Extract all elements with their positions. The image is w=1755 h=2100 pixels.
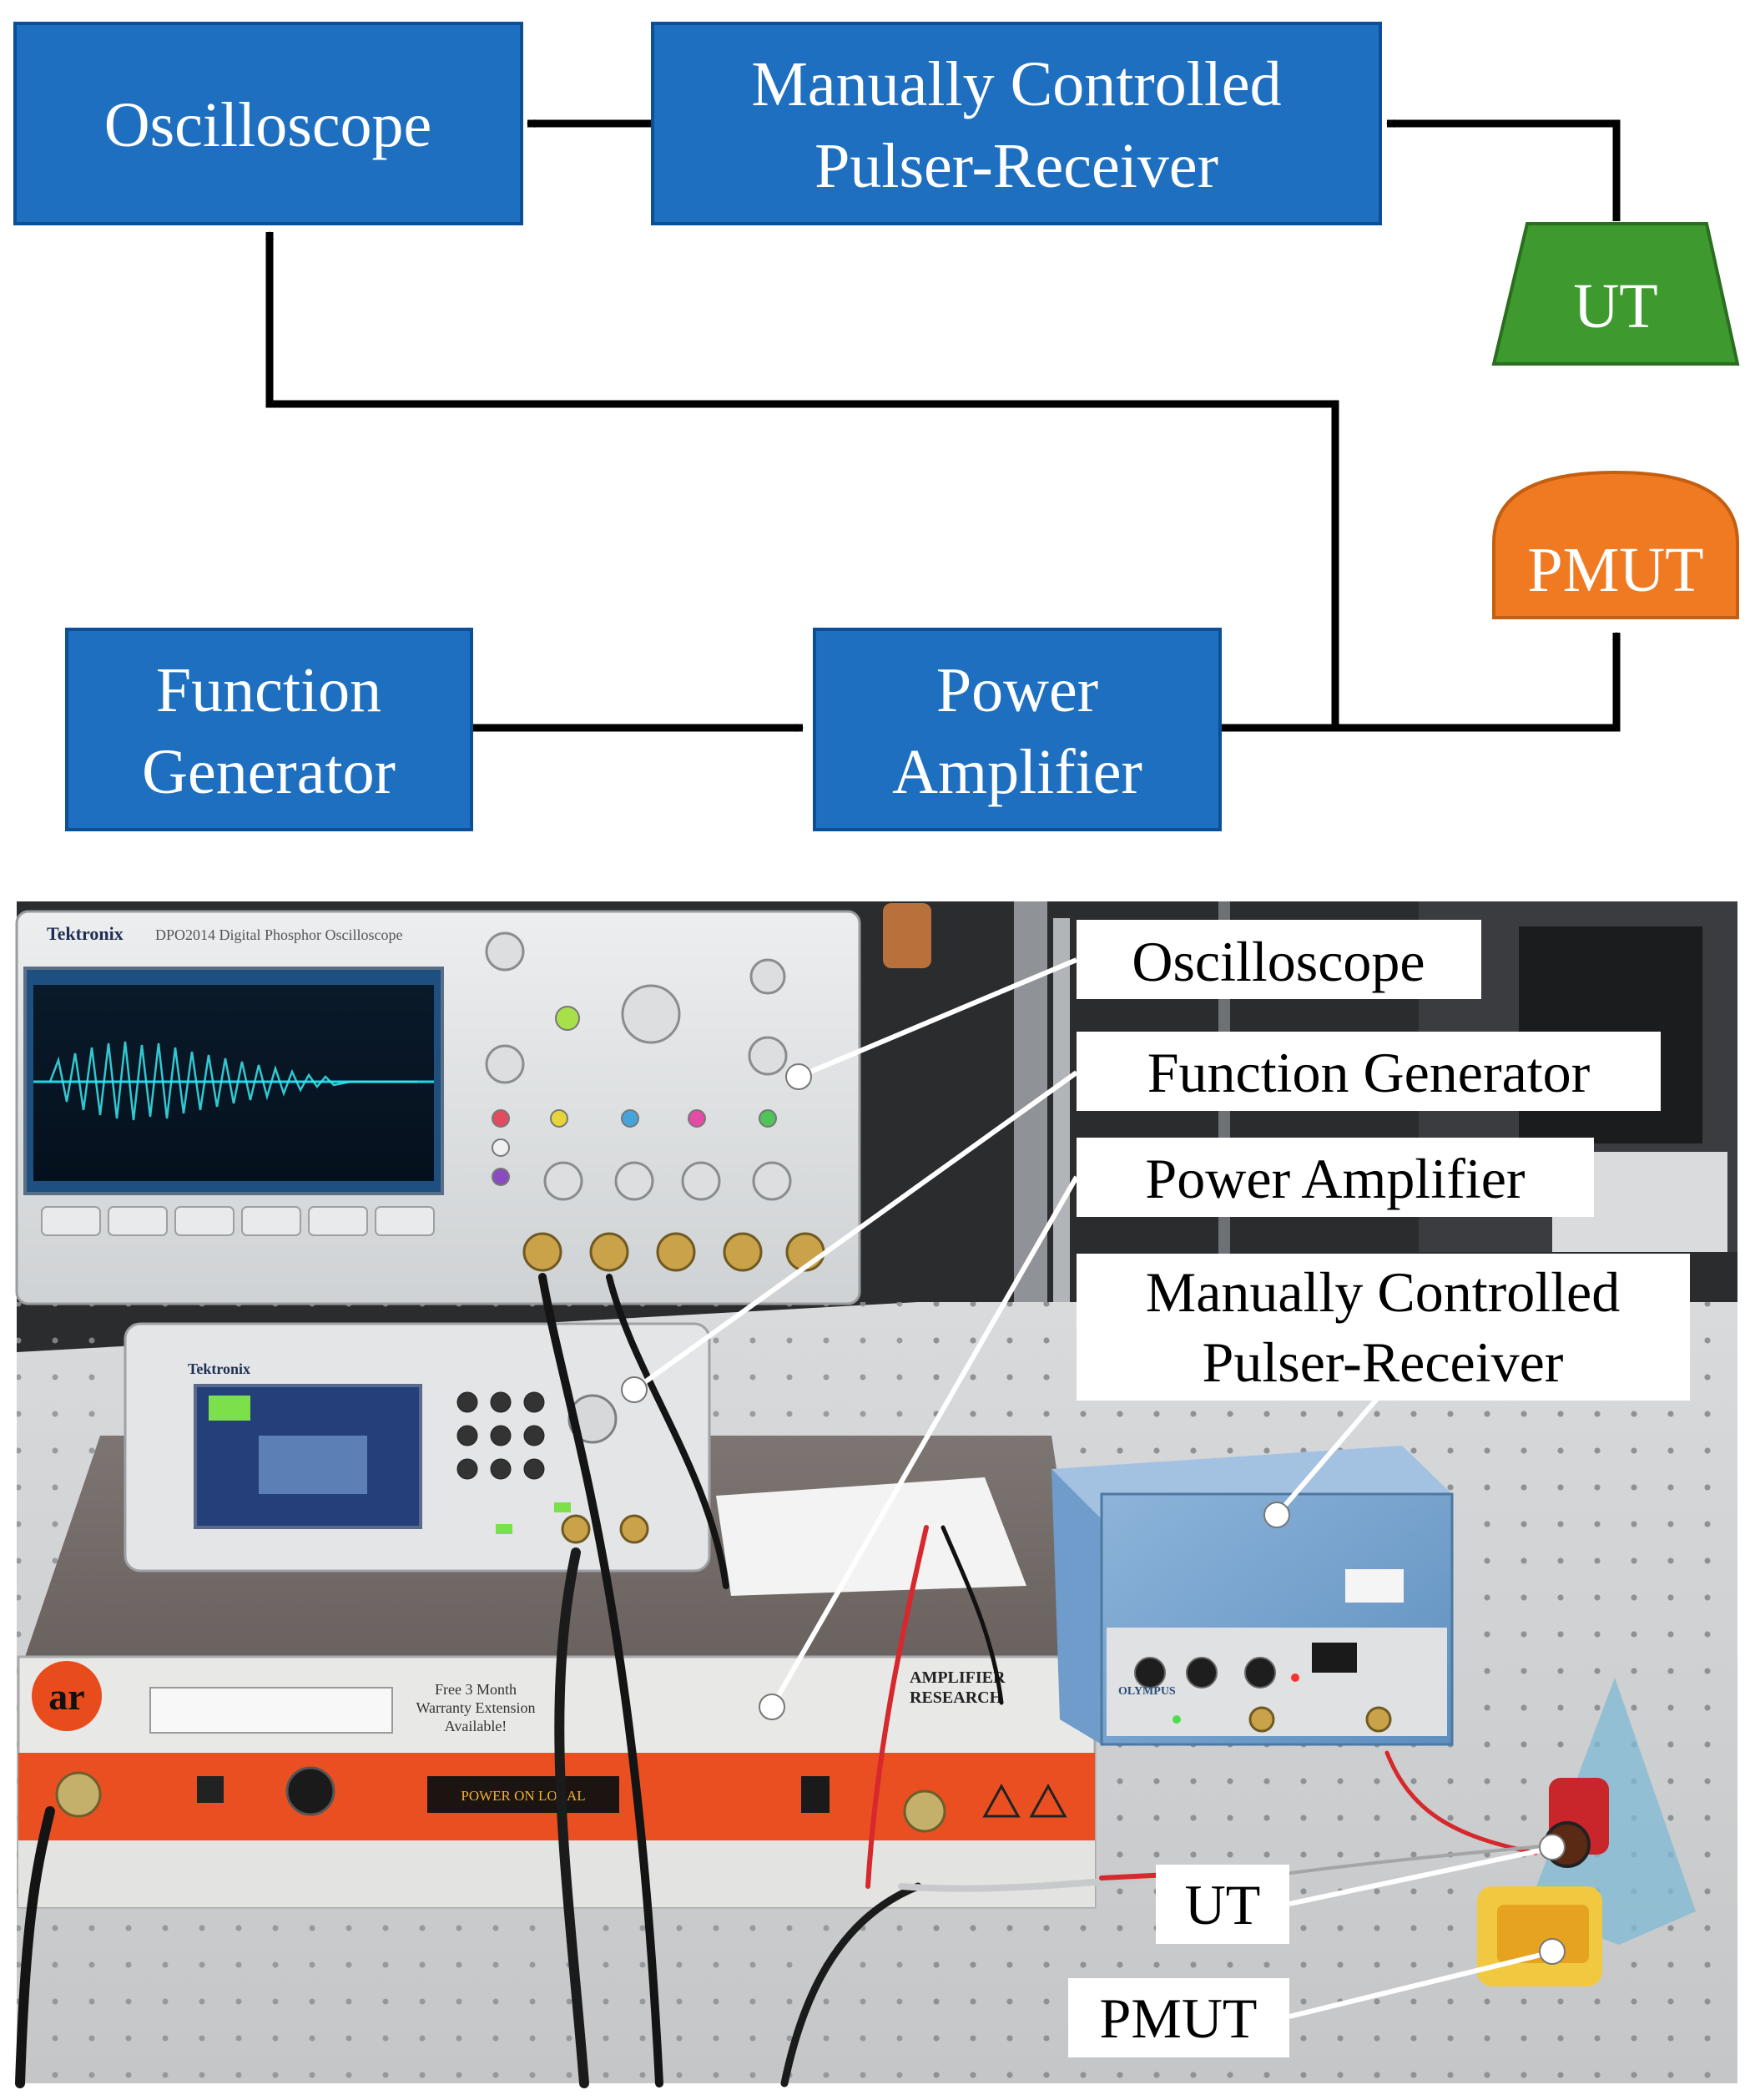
- photo-cables: [15, 1273, 1562, 2088]
- photo-function-generator: Tektronix: [124, 1322, 711, 1572]
- callout-label-oscilloscope: Oscilloscope: [1077, 920, 1481, 999]
- callout-label-pmut: PMUT: [1068, 1978, 1289, 2057]
- callout-dot-power-amplifier: [759, 1694, 785, 1720]
- svg-text:PMUT: PMUT: [1100, 1986, 1258, 2050]
- callout-dot-pmut: [1539, 1938, 1566, 1965]
- svg-text:Manually Controlled: Manually Controlled: [1146, 1260, 1620, 1324]
- amp-badge: ar: [48, 1675, 84, 1718]
- pulser-receiver-block-label-line2: Pulser-Receiver: [814, 131, 1218, 201]
- oscilloscope-block: Oscilloscope: [13, 22, 523, 225]
- svg-text:Power Amplifier: Power Amplifier: [1145, 1147, 1526, 1210]
- amp-panel-text3: Available!: [445, 1718, 507, 1734]
- photo-pulser-receiver: OLYMPUS: [1051, 1446, 1454, 1746]
- connectors: [265, 119, 1621, 732]
- pmut-block: PMUT: [1492, 470, 1739, 619]
- svg-text:UT: UT: [1185, 1873, 1261, 1936]
- callout-dot-pulser-receiver: [1263, 1502, 1290, 1528]
- callout-dots: [621, 1063, 1566, 1965]
- power-amplifier-block-label-line2: Amplifier: [892, 737, 1142, 807]
- setup-photo: Tektronix DPO2014 Digital Phosphor Oscil…: [15, 901, 1737, 2088]
- scope-brand: Tektronix: [47, 923, 124, 944]
- callout-label-power-amplifier: Power Amplifier: [1077, 1138, 1594, 1217]
- photo-oscilloscope: Tektronix DPO2014 Digital Phosphor Oscil…: [15, 910, 861, 1305]
- scope-model: DPO2014 Digital Phosphor Oscilloscope: [155, 926, 403, 943]
- svg-text:Pulser-Receiver: Pulser-Receiver: [1203, 1330, 1564, 1394]
- connector-ut-to-pulser-receiver: [1386, 119, 1621, 221]
- callout-dot-oscilloscope: [785, 1063, 812, 1090]
- callout-dot-ut: [1539, 1834, 1566, 1860]
- pmut-block-label: PMUT: [1527, 535, 1703, 605]
- amp-display: POWER ON LOCAL: [461, 1788, 585, 1804]
- callout-line-power-amplifier: [769, 1175, 1079, 1709]
- callout-line-pmut: [1289, 1951, 1549, 2019]
- fg-brand: Tektronix: [188, 1360, 250, 1377]
- oscilloscope-block-label: Oscilloscope: [104, 90, 432, 160]
- function-generator-block-label-line1: Function: [156, 655, 381, 725]
- amp-panel-text2: Warranty Extension: [416, 1699, 535, 1716]
- callout-label-ut: UT: [1156, 1865, 1289, 1944]
- callout-label-pulser-receiver: Manually Controlled Pulser-Receiver: [1077, 1254, 1690, 1401]
- callout-dot-function-generator: [621, 1376, 648, 1403]
- power-amplifier-block-label-line1: Power: [936, 655, 1098, 725]
- block-diagram: Oscilloscope Manually Controlled Pulser-…: [13, 22, 1740, 831]
- amp-brand-line1: AMPLIFIER: [910, 1668, 1006, 1687]
- ut-block: UT: [1491, 222, 1740, 366]
- callout-line-oscilloscope: [797, 957, 1078, 1079]
- callout-label-function-generator: Function Generator: [1077, 1032, 1661, 1111]
- function-generator-block-label-line2: Generator: [142, 737, 396, 807]
- svg-text:Function Generator: Function Generator: [1147, 1041, 1591, 1104]
- connector-power-amplifier-to-pmut: [1220, 632, 1621, 732]
- power-amplifier-block: Power Amplifier: [813, 628, 1222, 831]
- pulser-brand: OLYMPUS: [1118, 1685, 1176, 1698]
- svg-text:Oscilloscope: Oscilloscope: [1132, 930, 1425, 993]
- callout-line-pulser-receiver: [1274, 1397, 1379, 1517]
- pulser-receiver-block-label-line1: Manually Controlled: [751, 49, 1281, 119]
- callout-line-ut: [1289, 1846, 1549, 1906]
- connector-power-amplifier-to-oscilloscope: [265, 231, 1339, 728]
- function-generator-block: Function Generator: [65, 628, 473, 831]
- pulser-receiver-block: Manually Controlled Pulser-Receiver: [651, 22, 1382, 225]
- photo-transducers: [1477, 1678, 1696, 1986]
- callout-lines: [633, 957, 1549, 2019]
- callout-line-function-generator: [633, 1070, 1078, 1392]
- ut-block-label: UT: [1573, 271, 1657, 341]
- amp-panel-text1: Free 3 Month: [435, 1681, 517, 1698]
- amp-brand-line2: RESEARCH: [910, 1689, 1003, 1707]
